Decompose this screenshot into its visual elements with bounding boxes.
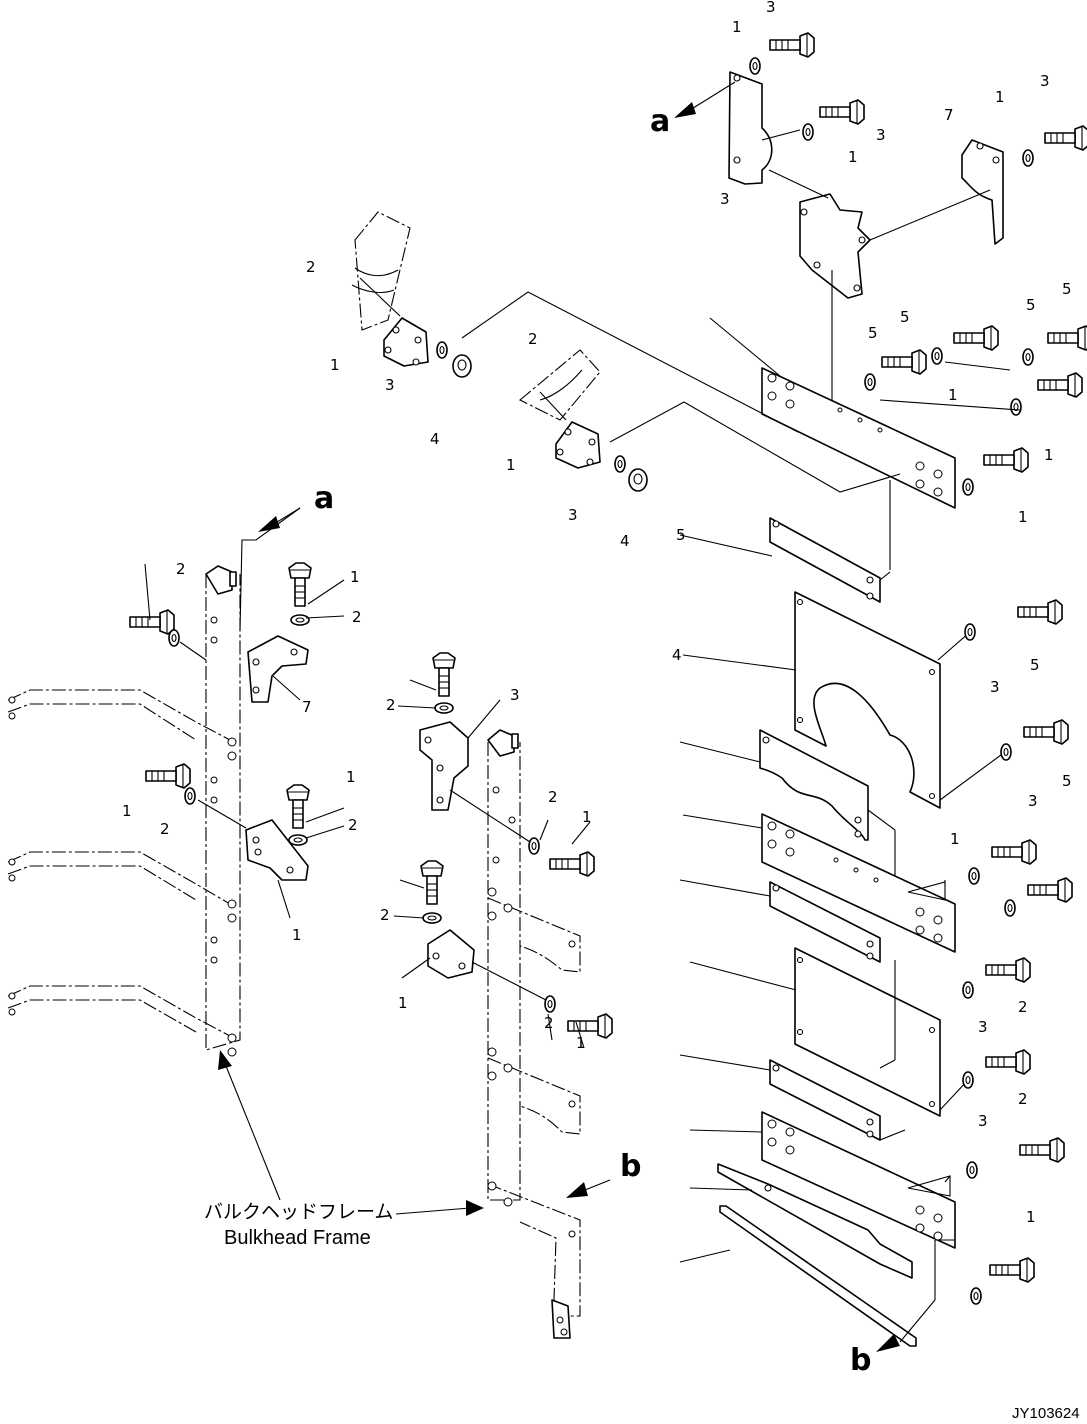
center-plate	[799, 193, 871, 299]
callout-clamp-1: 1	[330, 356, 340, 374]
callout-stack-5: 5	[676, 526, 686, 544]
top-bracket-assembly	[728, 32, 1087, 418]
callout-center-1: 1	[582, 808, 592, 826]
callout-left-1c: 1	[122, 802, 132, 820]
callout-clamp-4b: 4	[620, 532, 630, 550]
part-callouts: 1 3 3 1 7 1 3 3 2 1 3 4 2 1 3 4 5 5 5 5 …	[122, 0, 1072, 1226]
callout-stack-2b: 2	[1018, 1090, 1028, 1108]
callout-center-3: 3	[510, 686, 520, 704]
callout-center-2: 2	[386, 696, 396, 714]
perforated-plate-top	[709, 317, 1087, 509]
callout-left-2c: 2	[348, 816, 358, 834]
ref-label-a-left: a	[314, 481, 334, 516]
caption-japanese: バルクヘッドフレーム	[204, 1201, 393, 1223]
callout-center-1b: 1	[398, 994, 408, 1012]
callout-plate-1: 1	[948, 386, 958, 404]
callout-stack-3d: 3	[978, 1112, 988, 1130]
tube-clamp-lower	[519, 349, 648, 492]
callout-left-2b: 2	[352, 608, 362, 626]
callout-center-2b: 2	[548, 788, 558, 806]
callout-left-2: 2	[176, 560, 186, 578]
callout-plate-5a: 5	[868, 324, 878, 342]
callout-stack-5c: 5	[1062, 772, 1072, 790]
callout-top-1c: 1	[995, 88, 1005, 106]
callout-top-3: 3	[766, 0, 776, 16]
callout-stack-1b: 1	[1026, 1208, 1036, 1226]
callout-stack-2a: 2	[1018, 998, 1028, 1016]
callout-left-1: 1	[350, 568, 360, 586]
callout-clamp-1b: 1	[506, 456, 516, 474]
callout-stack-1a: 1	[950, 830, 960, 848]
callout-stack-4: 4	[672, 646, 682, 664]
caption-english: Bulkhead Frame	[224, 1227, 371, 1249]
callout-plate-1b: 1	[1044, 446, 1054, 464]
callout-top-3d: 3	[720, 190, 730, 208]
callout-plate-1c: 1	[1018, 508, 1028, 526]
callout-top-3c: 3	[1040, 72, 1050, 90]
callout-plate-5d: 5	[1062, 280, 1072, 298]
callout-clamp-3b: 3	[568, 506, 578, 524]
center-bulkhead-frame	[393, 652, 613, 1339]
reference-labels: a a b b	[314, 104, 871, 1378]
callout-center-1c: 1	[576, 1034, 586, 1052]
callout-stack-3b: 3	[1028, 792, 1038, 810]
left-bulkhead-frame	[7, 507, 345, 1057]
callout-top-3b: 3	[876, 126, 886, 144]
tube-clamp-upper	[351, 211, 472, 378]
frame-caption: バルクヘッドフレーム Bulkhead Frame	[204, 1201, 393, 1249]
callout-stack-3c: 3	[978, 1018, 988, 1036]
callout-top-1b: 1	[848, 148, 858, 166]
callout-clamp-3: 3	[385, 376, 395, 394]
callout-clamp-2: 2	[306, 258, 316, 276]
callout-top-7: 7	[944, 106, 954, 124]
right-plate-stack	[679, 480, 1073, 1347]
callout-plate-5c: 5	[1026, 296, 1036, 314]
left-plate	[728, 71, 773, 185]
callout-clamp-4: 4	[430, 430, 440, 448]
callout-stack-3a: 3	[990, 678, 1000, 696]
callout-plate-5b: 5	[900, 308, 910, 326]
callout-clamp-2b: 2	[528, 330, 538, 348]
ref-label-b-right: b	[850, 1343, 871, 1378]
callout-left-2d: 2	[160, 820, 170, 838]
callout-center-2d: 2	[544, 1014, 554, 1032]
callout-left-7: 7	[302, 698, 312, 716]
ref-label-b-center: b	[620, 1149, 641, 1184]
callout-stack-5b: 5	[1030, 656, 1040, 674]
callout-top-1: 1	[732, 18, 742, 36]
callout-left-1d: 1	[292, 926, 302, 944]
right-plate	[961, 139, 1004, 245]
reference-arrows	[218, 81, 936, 1352]
callout-center-2c: 2	[380, 906, 390, 924]
ref-label-a-top: a	[650, 104, 670, 139]
drawing-code: JY103624	[1012, 1405, 1080, 1422]
callout-left-1b: 1	[346, 768, 356, 786]
